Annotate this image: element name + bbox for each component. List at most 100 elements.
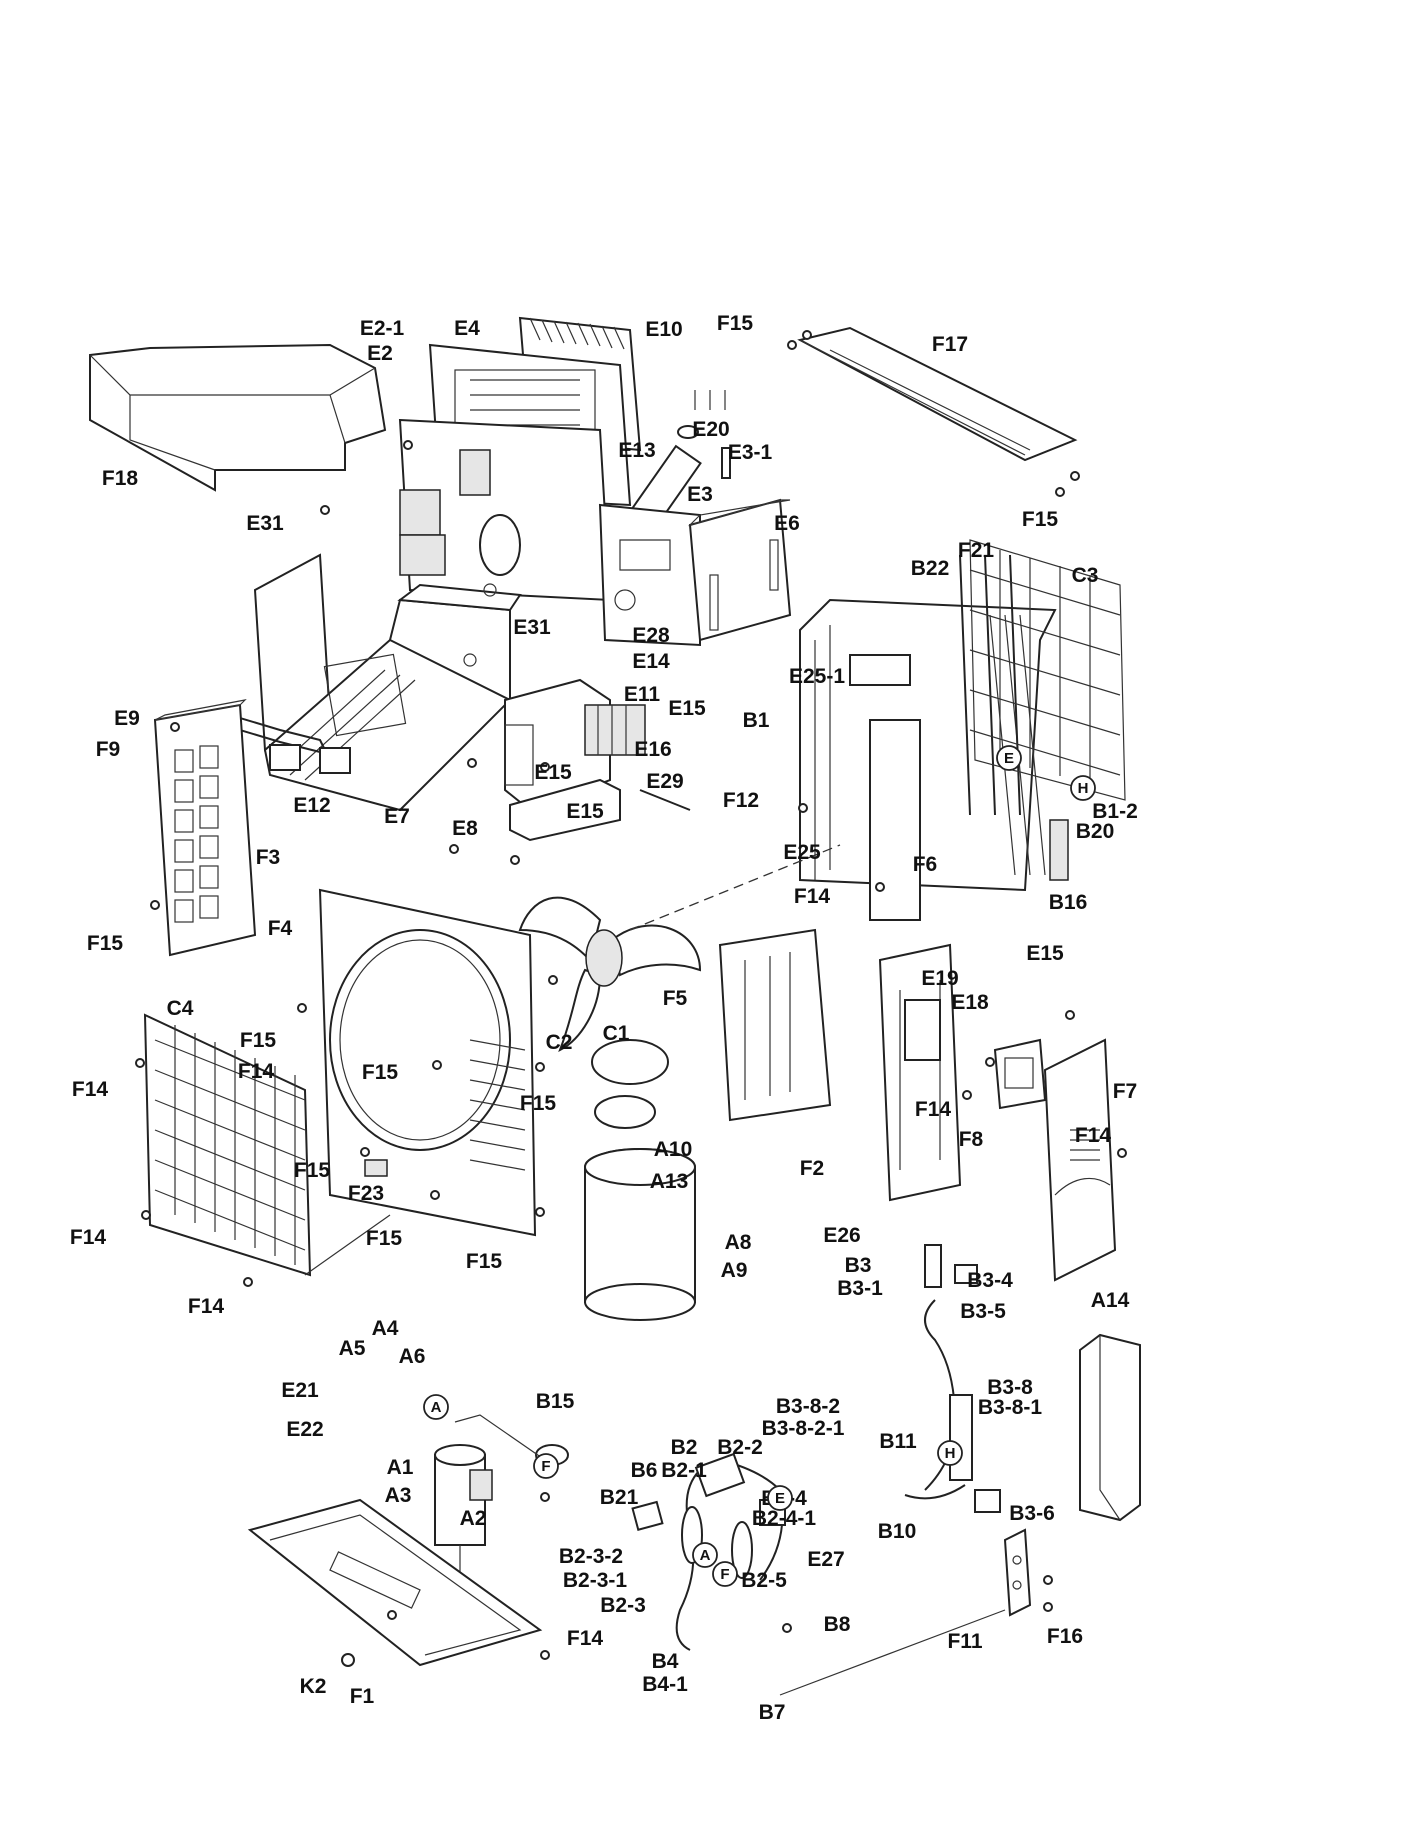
part-label: E22 [286, 1418, 323, 1441]
part-label: F15 [520, 1092, 557, 1115]
callout-circle [712, 1561, 738, 1587]
part-label: B16 [1049, 891, 1088, 914]
callout-letter: F [720, 1566, 729, 1583]
part-label: B3-8 [987, 1376, 1033, 1399]
part-label: B2-4-1 [752, 1507, 817, 1530]
compressor-a1 [434, 1444, 493, 1585]
callout-letter: A [431, 1399, 442, 1416]
part-label: B10 [878, 1520, 917, 1543]
part-label: F21 [958, 539, 995, 562]
control-board-assembly [398, 343, 632, 602]
part-label: C3 [1072, 564, 1099, 587]
part-label: A6 [399, 1345, 426, 1368]
part-label: E15 [668, 697, 706, 720]
part-label: B2 [671, 1436, 698, 1459]
part-label: E16 [634, 738, 671, 761]
part-label: B15 [536, 1390, 575, 1413]
part-label: F14 [72, 1078, 109, 1101]
part-label: B2-1 [661, 1459, 707, 1482]
part-label: F1 [350, 1685, 375, 1708]
wire-guard-c3 [969, 539, 1126, 801]
part-label: A2 [460, 1507, 487, 1530]
part-label: A4 [372, 1317, 399, 1340]
part-label: E10 [645, 318, 682, 341]
part-label: F14 [238, 1060, 275, 1083]
part-label: F14 [915, 1098, 952, 1121]
part-label: F17 [932, 333, 968, 356]
part-label: B3-5 [960, 1300, 1006, 1323]
valve-assembly-b2 [631, 1452, 786, 1651]
part-label: E31 [246, 512, 284, 535]
part-label: E4 [454, 317, 480, 340]
part-label: B2-3-2 [559, 1545, 623, 1568]
part-label: B3-6 [1009, 1502, 1055, 1525]
part-label: F18 [102, 467, 139, 490]
part-label: E2 [367, 342, 393, 365]
part-label: E18 [951, 991, 989, 1014]
part-label: F14 [794, 885, 831, 908]
part-label: E15 [1026, 942, 1064, 965]
electrical-box-e7 [253, 553, 522, 812]
part-label: A9 [721, 1259, 748, 1282]
screws [135, 330, 1127, 1667]
part-label: E19 [921, 967, 958, 990]
part-label: E2-1 [360, 317, 405, 340]
part-label: A1 [387, 1456, 414, 1479]
compressor-jacket-a8 [584, 1148, 696, 1321]
top-plate-f17 [797, 326, 1078, 462]
callout-circle [767, 1485, 793, 1511]
part-label: B22 [911, 557, 950, 580]
part-label: B8 [824, 1613, 851, 1636]
cover-f8 [993, 1038, 1047, 1110]
part-label: E8 [452, 817, 478, 840]
part-label: E12 [293, 794, 330, 817]
part-label: E15 [566, 800, 604, 823]
part-label: B2-3 [600, 1594, 646, 1617]
part-label: F14 [1075, 1124, 1112, 1147]
panel-e6 [687, 498, 792, 642]
part-label: F15 [362, 1061, 399, 1084]
grille-c4 [143, 1013, 312, 1277]
part-label: C4 [167, 997, 194, 1020]
callout-marker: E [767, 1485, 793, 1511]
parts-drawings [89, 316, 1141, 1696]
part-label: B3 [845, 1254, 872, 1277]
part-label: F15 [87, 932, 124, 955]
part-label: B3-8-2-1 [762, 1417, 845, 1440]
cover-a14 [1079, 1333, 1141, 1522]
part-label: K2 [300, 1675, 327, 1698]
part-label: B3-8-2 [776, 1395, 840, 1418]
part-label: E3 [687, 483, 713, 506]
condenser-b1 [799, 554, 1069, 921]
part-label: F5 [663, 987, 688, 1010]
part-label: E9 [114, 707, 140, 730]
part-label: F15 [366, 1227, 403, 1250]
part-label: B6 [631, 1459, 658, 1482]
reactor-e20 [631, 390, 731, 527]
part-label: E14 [632, 650, 670, 673]
assembly-lines [304, 844, 1006, 1696]
part-label: B4-1 [642, 1673, 688, 1696]
part-label: F6 [913, 853, 938, 876]
callout-letter: F [541, 1458, 550, 1475]
part-label: B2-5 [741, 1569, 787, 1592]
part-label: F15 [717, 312, 754, 335]
front-panel-f4 [318, 888, 537, 1237]
callout-circle [692, 1542, 718, 1568]
part-label: E3-1 [728, 441, 773, 464]
terminal-block-e11 [504, 678, 646, 842]
callout-marker: A [423, 1394, 449, 1420]
callout-marker: H [937, 1440, 963, 1466]
part-label: B3-4 [967, 1269, 1013, 1292]
part-label: C2 [546, 1031, 573, 1054]
part-label: F23 [348, 1182, 384, 1205]
part-label: B20 [1076, 820, 1115, 843]
part-label: E25 [783, 841, 821, 864]
part-label: F15 [1022, 508, 1059, 531]
part-label: E20 [692, 418, 729, 441]
side-panel-f7 [1043, 1038, 1117, 1282]
part-label: B2-3-1 [563, 1569, 628, 1592]
callout-marker: E [996, 745, 1022, 771]
